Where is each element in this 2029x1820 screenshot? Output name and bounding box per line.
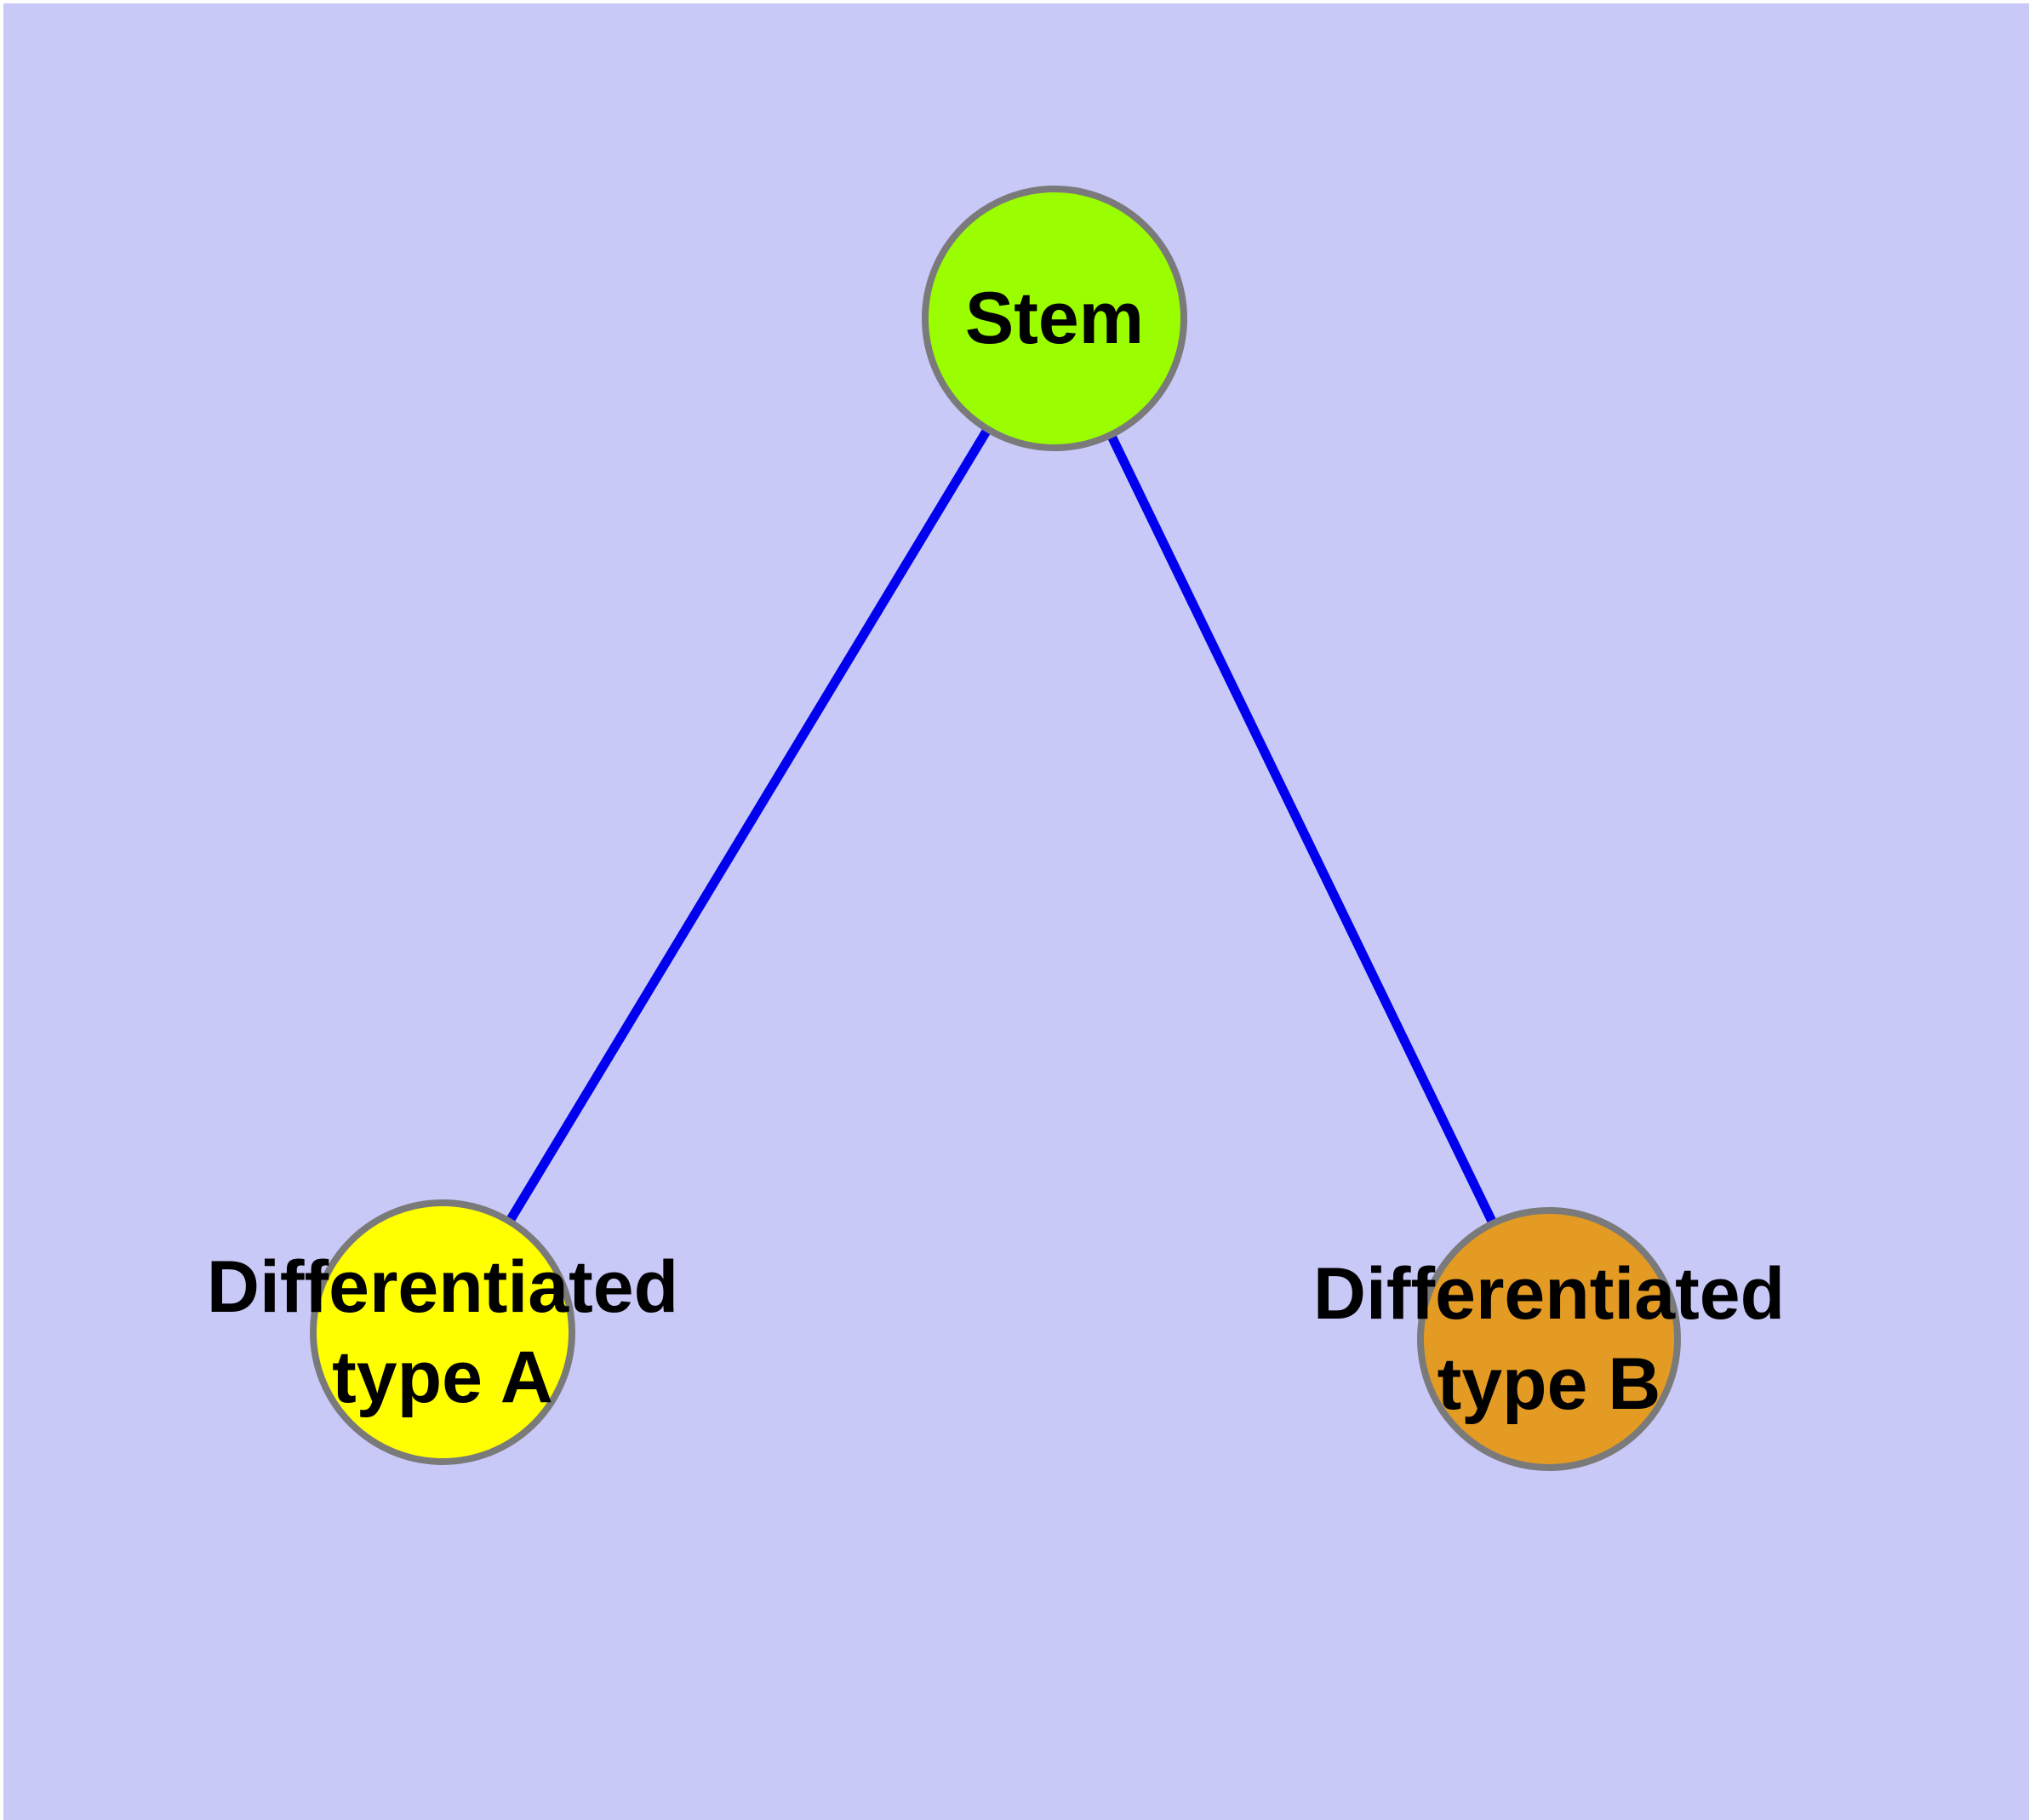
node-differentiated-type-a-label-line-2: type A	[332, 1336, 553, 1418]
node-stem-label-line-1: Stem	[965, 278, 1144, 359]
edge-stem-to-differentiated-type-a	[438, 316, 1059, 1335]
node-differentiated-type-b-label-line-2: type B	[1437, 1343, 1661, 1425]
node-stem	[922, 186, 1187, 451]
edge-stem-to-differentiated-type-b	[1050, 316, 1553, 1342]
node-differentiated-type-a-label-line-1: Differentiated	[207, 1246, 678, 1328]
node-differentiated-type-b-label-line-1: Differentiated	[1313, 1253, 1785, 1335]
node-differentiated-type-b	[1417, 1207, 1681, 1471]
node-differentiated-type-a	[310, 1199, 575, 1465]
